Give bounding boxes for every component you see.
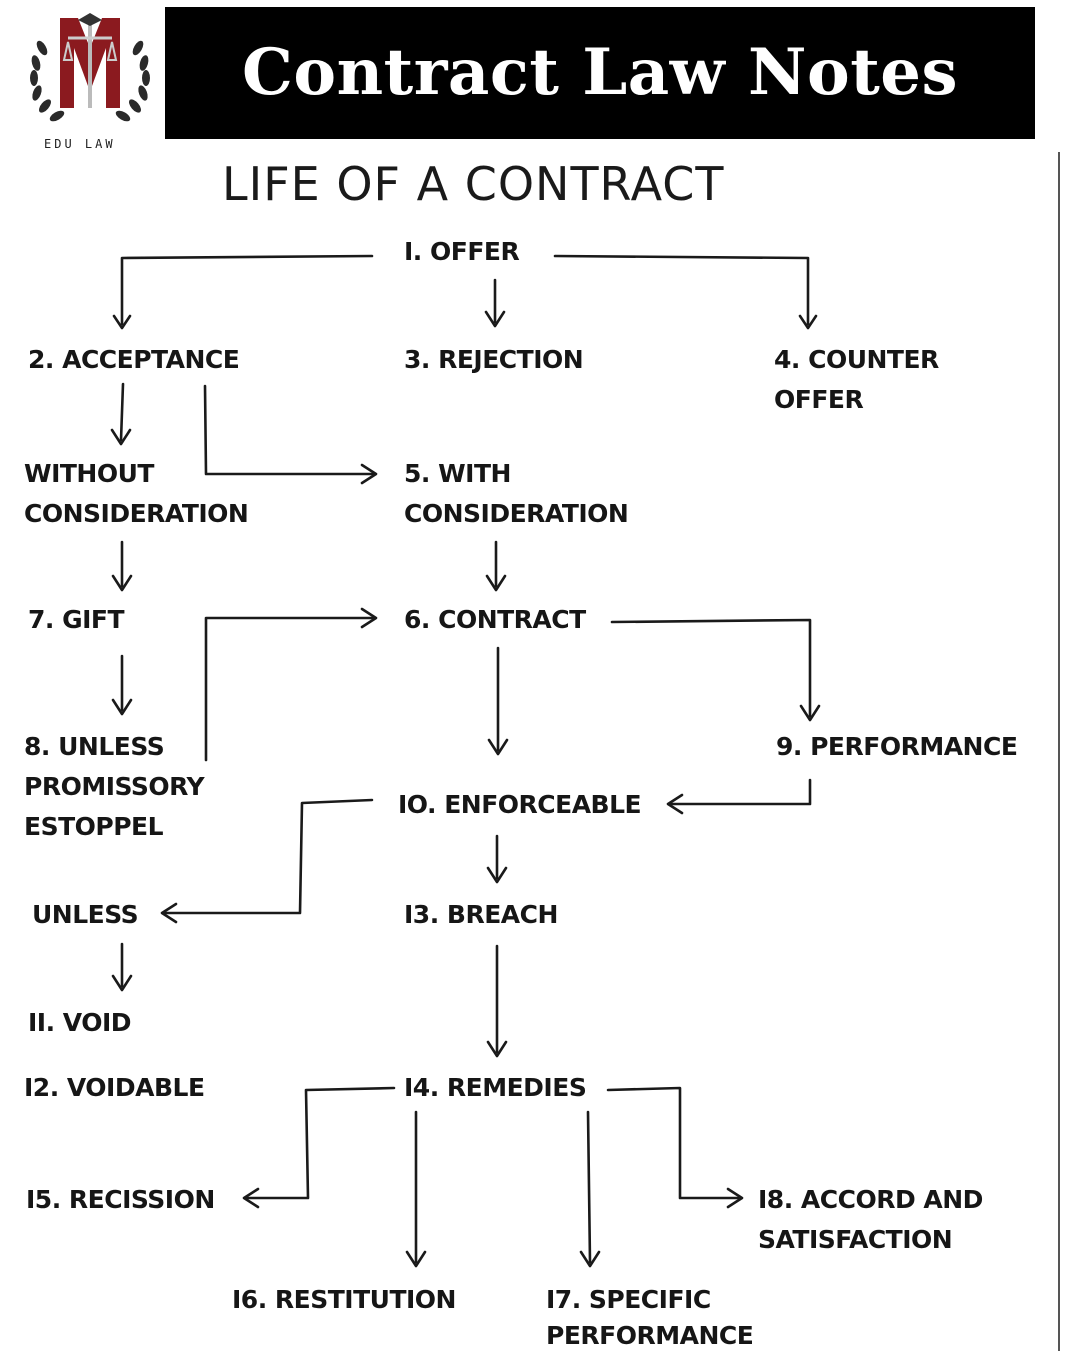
arrowhead	[579, 1250, 601, 1268]
arrowhead	[111, 698, 133, 716]
arrowhead	[110, 428, 132, 446]
scales-of-justice-laurel-icon	[30, 13, 150, 122]
arrowhead	[487, 738, 509, 756]
node-voidable: I2. VOIDABLE	[24, 1073, 205, 1102]
connector-acceptance-with	[203, 384, 376, 476]
node-accord-line1: I8. ACCORD AND	[758, 1185, 983, 1214]
connector-remedies-specific	[586, 1110, 592, 1264]
banner-title: Contract Law Notes	[241, 35, 959, 110]
connector-estoppel-contract	[204, 616, 376, 762]
node-specific-performance-line2: PERFORMANCE	[546, 1321, 754, 1350]
connector-acceptance-without	[119, 382, 125, 442]
arrowhead	[111, 974, 133, 992]
node-offer: I. OFFER	[404, 237, 520, 266]
node-with-consideration-line1: 5. WITH	[404, 459, 511, 488]
arrowhead	[405, 1250, 427, 1268]
diagram-title: LIFE OF A CONTRACT	[222, 157, 725, 211]
node-unless-estoppel-line1: 8. UNLESS	[24, 732, 165, 761]
node-specific-performance-line1: I7. SPECIFIC	[546, 1285, 711, 1314]
node-unless-estoppel-line2: PROMISSORY	[24, 772, 205, 801]
node-without-consideration-line2: CONSIDERATION	[24, 499, 249, 528]
connector-enforceable-unless	[162, 798, 374, 915]
connector-contract-performance	[610, 618, 812, 718]
node-unless-estoppel-line3: ESTOPPEL	[24, 812, 164, 841]
arrowhead	[160, 902, 178, 924]
arrowhead	[484, 310, 506, 328]
arrowhead	[486, 1040, 508, 1058]
node-void: II. VOID	[28, 1008, 132, 1037]
arrowhead	[360, 607, 378, 629]
arrowhead	[112, 314, 132, 330]
node-enforceable: IO. ENFORCEABLE	[398, 790, 642, 819]
node-contract: 6. CONTRACT	[404, 605, 586, 634]
arrowhead	[360, 463, 378, 485]
node-unless: UNLESS	[32, 900, 139, 929]
connector-performance-enforceable	[668, 778, 812, 806]
node-remedies: I4. REMEDIES	[404, 1073, 587, 1102]
node-performance: 9. PERFORMANCE	[776, 732, 1018, 761]
arrowhead	[666, 793, 684, 815]
node-counter-offer-line1: 4. COUNTER	[774, 345, 939, 374]
arrowhead	[799, 704, 821, 722]
node-recission: I5. RECISSION	[26, 1185, 215, 1214]
arrowhead	[726, 1187, 744, 1209]
node-without-consideration-line1: WITHOUT	[24, 459, 154, 488]
connector-offer-counter	[553, 254, 810, 326]
connector-offer-acceptance	[120, 254, 374, 326]
arrowhead	[486, 866, 508, 884]
node-restitution: I6. RESTITUTION	[232, 1285, 456, 1314]
arrowhead	[485, 574, 507, 592]
arrowhead	[111, 574, 133, 592]
title-banner: Contract Law Notes	[165, 7, 1035, 139]
connector-remedies-accord	[606, 1086, 742, 1200]
node-gift: 7. GIFT	[28, 605, 125, 634]
page-edge-rule	[1058, 152, 1060, 1351]
connector-remedies-recission	[244, 1086, 396, 1200]
node-acceptance: 2. ACCEPTANCE	[28, 345, 240, 374]
arrowhead	[798, 314, 818, 330]
node-rejection: 3. REJECTION	[404, 345, 584, 374]
arrowhead	[242, 1187, 260, 1209]
node-accord-line2: SATISFACTION	[758, 1225, 953, 1254]
node-with-consideration-line2: CONSIDERATION	[404, 499, 629, 528]
logo-text: EDU LAW	[44, 137, 116, 151]
node-breach: I3. BREACH	[404, 900, 558, 929]
node-counter-offer-line2: OFFER	[774, 385, 864, 414]
